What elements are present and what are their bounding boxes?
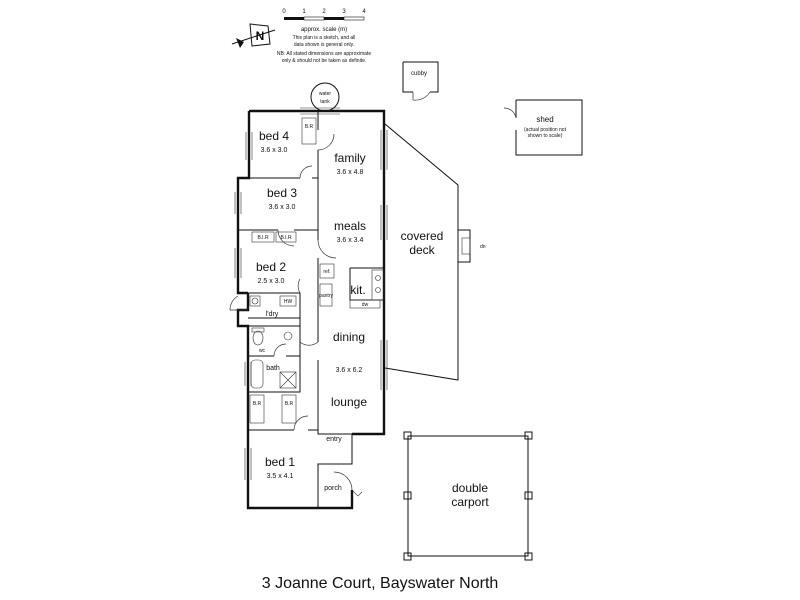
room-name-porch: porch (324, 485, 342, 492)
north-arrow-icon: N (231, 23, 276, 48)
room-dims-meals: 3.6 x 3.4 (337, 237, 364, 244)
room-dims-bed1: 3.5 x 4.1 (267, 473, 294, 480)
north-label: N (256, 29, 265, 43)
room-name-bed1: bed 1 (265, 455, 295, 469)
covered-deck-label: covered (401, 229, 444, 243)
room-name-entry: entry (326, 436, 342, 443)
shed-label: shed (536, 115, 553, 124)
hot-water-label: HW (284, 299, 293, 305)
water-tank: water tank (310, 82, 340, 112)
room-name-bath: bath (266, 365, 280, 372)
scale-tick: 0 (282, 9, 286, 15)
covered-deck: dn covered deck (384, 123, 486, 381)
address-caption: 3 Joanne Court, Bayswater North (262, 575, 499, 592)
carport-label: carport (451, 495, 489, 509)
double-carport: double carport (403, 431, 533, 561)
room-name-laundry: l'dry (266, 311, 279, 318)
shed-note: (actual position not (524, 127, 567, 133)
scale-label: approx. scale (m) (301, 27, 347, 33)
deck-stairs-label: dn (480, 244, 486, 250)
fridge-label: ref. (323, 269, 330, 275)
room-dims-dining: 3.6 x 6.2 (336, 367, 363, 374)
scale-bar: 0 1 2 3 4 approx. scale (m) This plan is… (277, 9, 371, 64)
room-dims-bed4: 3.6 x 3.0 (261, 147, 288, 154)
wet-area-fixtures: HW wc (249, 295, 297, 389)
room-name-family: family (334, 151, 365, 165)
scale-tick: 4 (362, 9, 366, 15)
robe-label: B.R (285, 401, 294, 407)
room-name-bed3: bed 3 (267, 186, 297, 200)
room-name-meals: meals (334, 219, 366, 233)
dishwasher-label: dw (362, 302, 369, 308)
scale-tick: 2 (322, 9, 326, 15)
scale-tick: 1 (302, 9, 306, 15)
robe-label: B.I.R (280, 235, 292, 241)
cubby-label: cubby (411, 71, 427, 77)
room-name-lounge: lounge (331, 395, 367, 409)
room-name-kitchen: kit. (350, 283, 365, 297)
room-name-dining: dining (333, 330, 365, 344)
water-tank-label: water (319, 91, 332, 97)
scale-tick: 3 (342, 9, 346, 15)
scale-note: NB: All stated dimensions are approximat… (277, 51, 371, 57)
robes: B.R B.I.R B.I.R B.R B.R (249, 117, 317, 424)
covered-deck-label: deck (409, 243, 435, 257)
room-name-bed2: bed 2 (256, 260, 286, 274)
wc-label: wc (259, 348, 266, 354)
robe-label: B.I.R (257, 235, 269, 241)
room-dims-family: 3.6 x 4.8 (337, 169, 364, 176)
scale-note: only & should not be taken as definite. (282, 58, 367, 64)
room-labels: bed 4 3.6 x 3.0 family 3.6 x 4.8 bed 3 3… (256, 129, 367, 492)
cubby: cubby (402, 61, 439, 101)
doors (229, 133, 363, 497)
room-dims-bed3: 3.6 x 3.0 (269, 204, 296, 211)
carport-label: double (452, 481, 488, 495)
kitchen-fixtures: ref. pantry dw (319, 263, 385, 309)
room-dims-bed2: 2.5 x 3.0 (258, 278, 285, 285)
room-name-bed4: bed 4 (259, 129, 289, 143)
water-tank-label: tank (320, 99, 330, 105)
shed-note: shown to scale) (528, 133, 563, 139)
shed: shed (actual position not shown to scale… (503, 99, 583, 156)
robe-label: B.R (253, 401, 262, 407)
robe-label: B.R (305, 124, 314, 130)
scale-note: data shown is general only. (294, 42, 354, 48)
scale-note: This plan is a sketch, and all (293, 35, 356, 41)
pantry-label: pantry (319, 293, 333, 299)
